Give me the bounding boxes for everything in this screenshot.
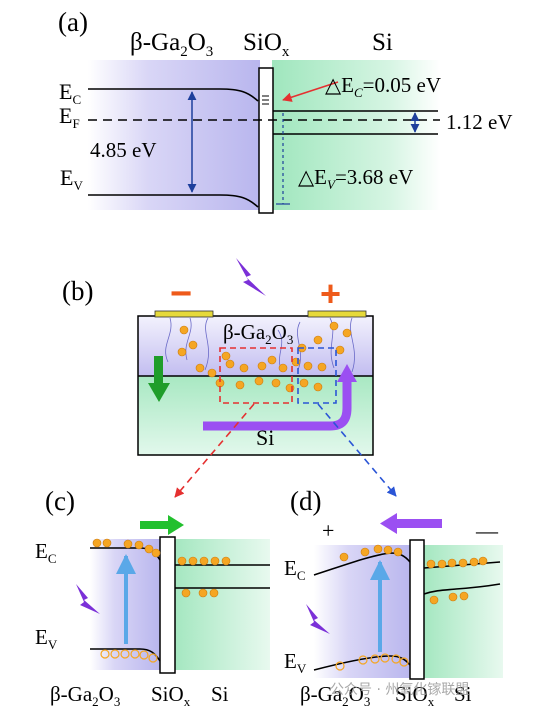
si-layer — [138, 376, 373, 455]
ec-label-c: EC — [35, 539, 57, 566]
ec-label-a: EC — [59, 79, 81, 107]
panel-c: (c) EC EV β-Ga2O3 SiOx Si — [35, 486, 270, 709]
panel-a-label: (a) — [58, 7, 88, 37]
panel-b: (b) − + β-Ga2O3 Si — [62, 258, 397, 498]
field-arrow-d — [380, 513, 442, 534]
ga2o3-label-d: β-Ga2O3 — [300, 682, 370, 709]
current-path-arrow — [203, 364, 357, 431]
device-outline — [137, 315, 374, 456]
ev-band-ga2o3 — [88, 194, 259, 208]
electrons-d — [339, 544, 488, 605]
panel-b-label: (b) — [62, 276, 93, 306]
si-region-c — [174, 539, 270, 670]
electric-field-arrow — [148, 356, 170, 402]
ec-band-ga2o3 — [88, 88, 259, 102]
bandgap-si-value: 1.12 eV — [446, 110, 513, 134]
ga2o3-layer-label: β-Ga2O3 — [223, 320, 293, 347]
ev-label-c: EV — [35, 625, 58, 652]
bandgap-ga2o3-value: 4.85 eV — [90, 138, 157, 162]
ev-label-d: EV — [284, 649, 307, 676]
field-arrow-c — [140, 515, 184, 535]
lightning-icon — [306, 604, 330, 634]
zoom-arrow-c — [174, 403, 255, 498]
lightning-icon — [236, 258, 266, 296]
panel-c-label: (c) — [45, 486, 75, 516]
si-label-c: Si — [211, 682, 229, 706]
ga2o3-label-c: β-Ga2O3 — [50, 682, 120, 709]
delta-ec-value: △EC=0.05 eV — [325, 73, 441, 100]
siox-label-c: SiOx — [151, 682, 191, 709]
delta-ec-pointer — [282, 81, 339, 102]
panel-d-label: (d) — [290, 486, 321, 516]
si-label-d: Si — [454, 682, 472, 706]
electrons-c — [92, 538, 231, 598]
grain-boundaries — [165, 317, 355, 373]
ga2o3-title: β-Ga2O3 — [130, 29, 213, 60]
electrode-right — [307, 310, 367, 318]
interface-states — [262, 95, 269, 105]
electrons-b — [177, 321, 352, 393]
negative-sign: − — [170, 273, 192, 315]
si-region — [272, 60, 440, 210]
ev-band-d — [313, 655, 411, 671]
holes-c — [100, 649, 158, 663]
si-layer-label: Si — [256, 425, 274, 450]
siox-barrier-d — [409, 539, 425, 680]
si-title: Si — [372, 29, 393, 56]
panel-d: (d) + — EC EV β-Ga2O3 SiO — [284, 486, 503, 709]
ec-label-d: EC — [284, 556, 306, 583]
siox-title: SiOx — [243, 29, 290, 60]
siox-barrier — [258, 67, 274, 214]
negative-sign-d: — — [475, 518, 499, 543]
ev-band-c — [90, 648, 161, 662]
region-box-d — [297, 347, 337, 404]
watermark-text: 公众号 · 州氧化镓联盟 — [330, 682, 469, 698]
delta-ev-value: △EV=3.68 eV — [298, 165, 413, 192]
ev-label-a: EV — [60, 165, 83, 193]
electrode-left — [154, 310, 214, 318]
positive-sign: + — [320, 273, 341, 314]
ev-band-si-d — [423, 583, 501, 595]
siox-label-d: SiOx — [395, 682, 435, 709]
zoom-arrow-d — [317, 403, 397, 497]
panel-a: (a) β-Ga2O3 SiOx Si EC EF EV 4.85 eV 1.1… — [58, 7, 513, 214]
ga2o3-region — [88, 60, 260, 210]
region-box-c — [219, 347, 293, 404]
holes-d — [335, 653, 409, 671]
lightning-icon — [76, 584, 100, 614]
ga2o3-region-d — [314, 545, 411, 678]
siox-barrier-c — [159, 536, 176, 674]
positive-sign-d: + — [322, 518, 334, 543]
ef-label-a: EF — [59, 103, 80, 131]
